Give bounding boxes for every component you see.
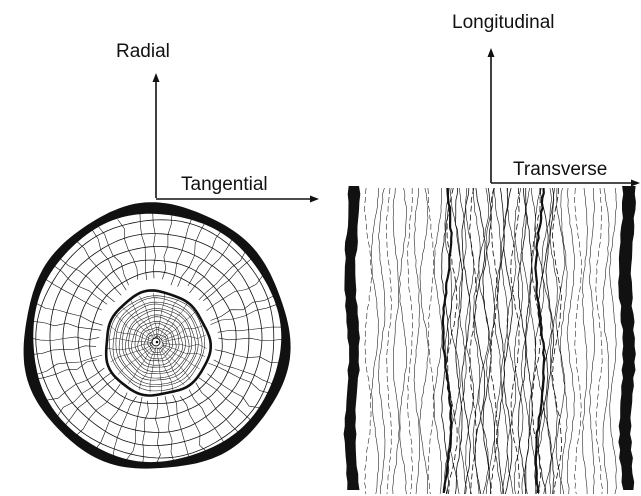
grain-line [473, 188, 480, 494]
grain-line [434, 188, 442, 494]
grain-line [475, 188, 486, 494]
grain-line [574, 188, 581, 494]
grain-line [364, 188, 371, 494]
grain-line [582, 188, 587, 494]
grain-line [371, 188, 378, 494]
grain-line [400, 188, 407, 494]
grain-line [420, 188, 429, 494]
grain-line [526, 188, 533, 494]
left-bark-strip [344, 186, 361, 490]
grain-line [393, 188, 400, 494]
grain-line [486, 188, 495, 494]
radial-label: Radial [116, 42, 170, 61]
grain-line [378, 188, 385, 494]
grain-line [408, 188, 413, 494]
grain-line [603, 188, 609, 494]
tangential-label: Tangential [181, 175, 268, 194]
cross-section-log [24, 202, 291, 468]
grain-line [428, 188, 434, 494]
grain-lines [364, 188, 616, 494]
grain-line [589, 188, 594, 494]
transverse-label: Transverse [513, 160, 607, 179]
longitudinal-section-log [344, 186, 636, 494]
grain-line [386, 188, 391, 494]
grain-line [414, 188, 420, 494]
longitudinal-label: Longitudinal [452, 13, 554, 32]
right-bark-strip [618, 186, 636, 490]
grain-line [567, 188, 575, 494]
grain-line [610, 188, 617, 494]
grain-line [494, 188, 502, 494]
grain-line [490, 188, 497, 494]
grain-line [596, 188, 603, 494]
grain-line [529, 188, 536, 494]
